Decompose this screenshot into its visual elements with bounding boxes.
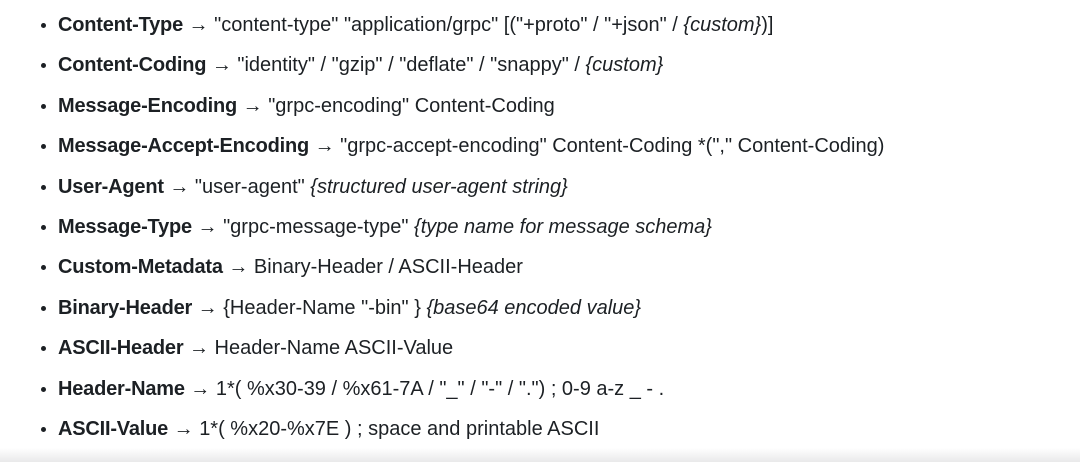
list-item: Message-Type → "grpc-message-type" {type… — [58, 207, 1080, 247]
list-item: Binary-Header → {Header-Name "-bin" } {b… — [58, 288, 1080, 328]
list-item: ASCII-Header → Header-Name ASCII-Value — [58, 328, 1080, 368]
arrow-glyph: → — [184, 377, 216, 400]
arrow-glyph: → — [222, 256, 254, 279]
term-label: Custom-Metadata — [58, 256, 223, 279]
bottom-edge-gradient — [0, 448, 1080, 462]
arrow-glyph: → — [192, 296, 224, 319]
list-item: Content-Type → "content-type" "applicati… — [58, 5, 1080, 45]
definition-part-italic: {structured user-agent string} — [310, 175, 568, 198]
list-item: Header-Name → 1*( %x30-39 / %x61-7A / "_… — [58, 369, 1080, 409]
definition-part: "grpc-message-type" — [223, 216, 415, 239]
arrow-glyph: → — [191, 216, 224, 239]
definition-part: "identity" / "gzip" / "deflate" / "snapp… — [237, 54, 586, 77]
definition-part: Header-Name ASCII-Value — [214, 337, 454, 360]
definition-part: "content-type" "application/grpc" [("+pr… — [214, 14, 684, 36]
definition-part-italic: {custom} — [585, 54, 664, 77]
definition-part: Binary-Header / ASCII-Header — [253, 256, 523, 279]
grpc-header-spec-list: Content-Type → "content-type" "applicati… — [0, 0, 1080, 449]
definition-part: 1*( %x20-%x7E ) ; space and printable AS… — [199, 418, 600, 441]
definition-part: )] — [761, 14, 774, 36]
term-label: Header-Name — [58, 377, 185, 400]
term-label: User-Agent — [58, 175, 164, 198]
definition-part: "grpc-encoding" Content-Coding — [268, 94, 555, 117]
arrow-glyph: → — [237, 94, 269, 117]
definition-part-italic: {type name for message schema} — [414, 216, 712, 239]
term-label: Message-Encoding — [58, 94, 238, 117]
arrow-glyph: → — [309, 135, 341, 158]
arrow-glyph: → — [163, 175, 195, 198]
list-item: Content-Coding → "identity" / "gzip" / "… — [58, 45, 1080, 85]
list-item: Message-Accept-Encoding → "grpc-accept-e… — [58, 126, 1080, 166]
definition-part: {Header-Name "-bin" } — [223, 296, 427, 319]
term-label: Content-Type — [58, 14, 183, 36]
list-item: Custom-Metadata → Binary-Header / ASCII-… — [58, 247, 1080, 287]
definition-part-italic: {base64 encoded value} — [426, 296, 642, 319]
term-label: Message-Accept-Encoding — [58, 135, 310, 158]
arrow-glyph: → — [168, 418, 200, 441]
term-label: Content-Coding — [58, 54, 207, 77]
definition-part: "user-agent" — [194, 175, 311, 198]
list-item: User-Agent → "user-agent" {structured us… — [58, 167, 1080, 207]
arrow-glyph: → — [183, 337, 215, 360]
arrow-glyph: → — [206, 54, 238, 77]
list-item: Message-Encoding → "grpc-encoding" Conte… — [58, 86, 1080, 126]
term-label: Binary-Header — [58, 296, 193, 319]
list-item: ASCII-Value → 1*( %x20-%x7E ) ; space an… — [58, 409, 1080, 449]
term-label: Message-Type — [58, 216, 192, 239]
arrow-glyph: → — [183, 14, 215, 36]
definition-part: 1*( %x30-39 / %x61-7A / "_" / "-" / ".")… — [215, 377, 665, 400]
term-label: ASCII-Value — [58, 418, 169, 441]
definition-part-italic: {custom} — [683, 14, 762, 36]
term-label: ASCII-Header — [58, 337, 184, 360]
definition-part: "grpc-accept-encoding" Content-Coding *(… — [340, 135, 885, 158]
